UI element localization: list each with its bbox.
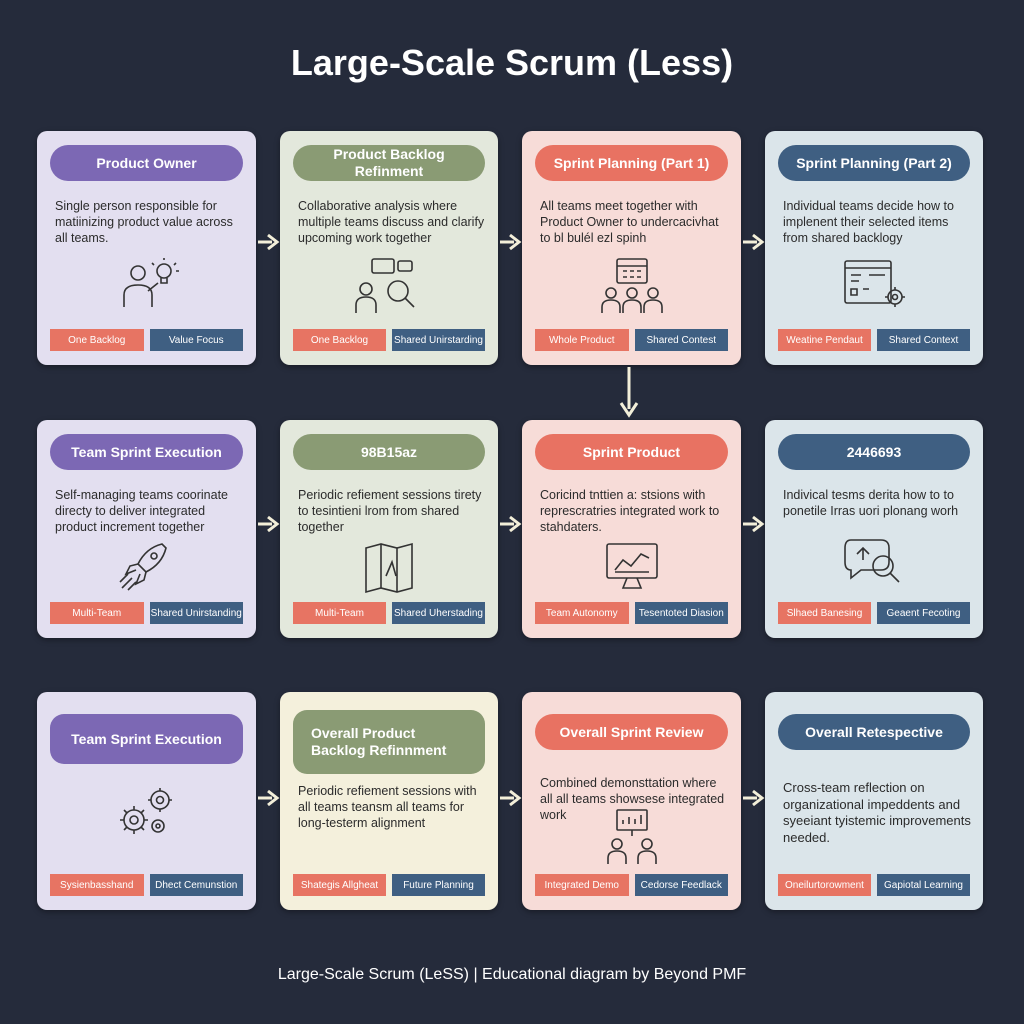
footer-caption: Large-Scale Scrum (LeSS) | Educational d… xyxy=(277,966,747,983)
down-arrow-icon xyxy=(619,367,639,418)
gears-icon xyxy=(112,782,182,842)
right-arrow-icon xyxy=(500,233,522,251)
right-arrow-icon xyxy=(743,233,765,251)
tag: Shared Unirstarding xyxy=(392,329,485,351)
card-description: Combined demonsttation where all all tea… xyxy=(540,776,725,822)
card-product-backlog-refinement: Product Backlog Refinment Collaborative … xyxy=(280,131,498,365)
tag: Team Autonomy xyxy=(535,602,629,624)
tag: Multi-Team xyxy=(50,602,144,624)
card-overall-product-backlog-refinement: Overall Product Backlog Refinnment Perio… xyxy=(280,692,498,910)
card-title: Sprint Planning (Part 1) xyxy=(535,145,728,181)
tag: Shared Unirstanding xyxy=(149,602,243,624)
card-sprint-planning-2: Sprint Planning (Part 2) Individual team… xyxy=(765,131,983,365)
right-arrow-icon xyxy=(500,789,522,807)
card-description: Individual teams decide how to implenent… xyxy=(783,199,954,245)
card-title: 98B15az xyxy=(293,434,485,470)
card-description: Periodic refiement sessions with all tea… xyxy=(298,784,477,830)
map-icon xyxy=(354,540,424,600)
monitor-chart-icon xyxy=(597,540,667,600)
right-arrow-icon xyxy=(258,789,280,807)
calendar-team-icon xyxy=(597,257,667,317)
card-description: Indivical tesms derita how to to ponetil… xyxy=(783,488,959,518)
person-lightbulb-icon xyxy=(112,257,182,317)
tag: Shategis Allgheat xyxy=(293,874,386,896)
right-arrow-icon xyxy=(258,233,280,251)
card-title: Overall Sprint Review xyxy=(535,714,728,750)
tag: Integrated Demo xyxy=(535,874,629,896)
right-arrow-icon xyxy=(743,789,765,807)
tag: Geaent Fecoting xyxy=(877,602,970,624)
tag: Sysienbasshand xyxy=(50,874,144,896)
card-title: 2446693 xyxy=(778,434,970,470)
card-title: Sprint Planning (Part 2) xyxy=(778,145,970,181)
card-title: Sprint Product xyxy=(535,434,728,470)
card-overall-sprint-review: Overall Sprint Review Combined demonstta… xyxy=(522,692,741,910)
presentation-icon xyxy=(597,808,667,868)
card-title: Product Owner xyxy=(50,145,243,181)
card-team-sprint-execution: Team Sprint Execution Self-managing team… xyxy=(37,420,256,638)
tag: Weatine Pendaut xyxy=(778,329,871,351)
tag: One Backlog xyxy=(293,329,386,351)
tag: Gapiotal Learning xyxy=(877,874,970,896)
right-arrow-icon xyxy=(743,515,765,533)
card-title: Product Backlog Refinment xyxy=(293,145,485,181)
tag: Slhaed Banesing xyxy=(778,602,871,624)
card-title: Overall Product Backlog Refinnment xyxy=(293,710,485,774)
card-description: Coricind tnttien a: stsions with represc… xyxy=(540,488,720,534)
chat-magnifier-icon xyxy=(839,534,909,594)
tag: Oneilurtorowment xyxy=(778,874,871,896)
card-description: Periodic refiement sessions tirety to te… xyxy=(298,488,482,534)
right-arrow-icon xyxy=(258,515,280,533)
card-description: Single person responsible for matiinizin… xyxy=(55,199,233,245)
tag: Cedorse Feedlack xyxy=(634,874,728,896)
rocket-icon xyxy=(112,540,182,600)
card-sprint-product: Sprint Product Coricind tnttien a: stsio… xyxy=(522,420,741,638)
browser-gear-icon xyxy=(839,257,909,317)
tag: Shared Context xyxy=(877,329,970,351)
card-sprint-planning-1: Sprint Planning (Part 1) All teams meet … xyxy=(522,131,741,365)
card-description: Self-managing teams coorinate directy to… xyxy=(55,488,229,534)
card-product-owner: Product Owner Single person responsible … xyxy=(37,131,256,365)
card-description: Collaborative analysis where multiple te… xyxy=(298,199,485,245)
tag: Whole Product xyxy=(535,329,629,351)
right-arrow-icon xyxy=(500,515,522,533)
card-title: Team Sprint Execution xyxy=(50,434,243,470)
card-individual-teams: 2446693 Indivical tesms derita how to to… xyxy=(765,420,983,638)
tag: Tesentoted Diasion xyxy=(634,602,728,624)
tag: One Backlog xyxy=(50,329,144,351)
card-periodic-refinement: 98B15az Periodic refiement sessions tire… xyxy=(280,420,498,638)
tag: Shared Uherstading xyxy=(392,602,485,624)
card-description: All teams meet together with Product Own… xyxy=(540,199,719,245)
tag: Multi-Team xyxy=(293,602,386,624)
tag: Shared Contest xyxy=(634,329,728,351)
card-overall-retrospective: Overall Retespective Cross-team reflecti… xyxy=(765,692,983,910)
card-title: Overall Retespective xyxy=(778,714,970,750)
tag: Dhect Cemunstion xyxy=(149,874,243,896)
people-chat-magnifier-icon xyxy=(354,257,424,317)
page-title: Large-Scale Scrum (Less) xyxy=(290,42,734,83)
tag: Future Planning xyxy=(392,874,485,896)
card-title: Team Sprint Execution xyxy=(50,714,243,764)
card-team-sprint-execution-2: Team Sprint Execution Sysienbasshand Dhe… xyxy=(37,692,256,910)
tag: Value Focus xyxy=(149,329,243,351)
card-description: Cross-team reflection on organizational … xyxy=(783,780,971,845)
